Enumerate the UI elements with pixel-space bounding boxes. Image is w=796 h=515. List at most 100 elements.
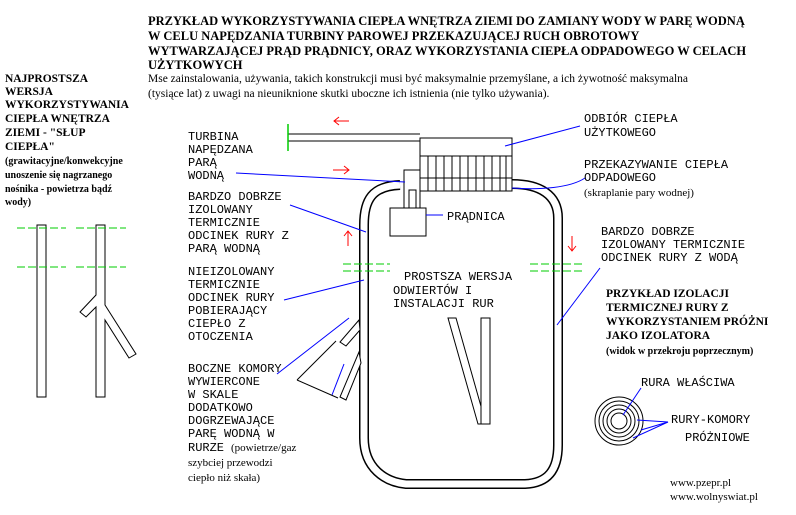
label-line: TERMICZNIE bbox=[188, 216, 260, 230]
heat-column-simple bbox=[17, 224, 66, 398]
arrow-down-icon bbox=[567, 236, 577, 252]
label-line: TERMICZNIE bbox=[188, 278, 260, 292]
leader-insulated-water bbox=[556, 267, 601, 326]
label-line: szybciej przewodzi bbox=[188, 457, 273, 469]
leader-lines bbox=[235, 125, 601, 396]
left-subtext-line: unoszenie się nagrzanego bbox=[5, 170, 112, 181]
label-line: PROSTSZA WERSJA bbox=[404, 270, 513, 284]
label-line: ODCINEK RURY Z WODĄ bbox=[601, 251, 739, 265]
label-line: WODNĄ bbox=[188, 169, 225, 183]
left-heading-line: WYKORZYSTYWANIA bbox=[5, 99, 130, 111]
label-line: ODCINEK RURY Z bbox=[188, 229, 289, 243]
label-line: UŻYTKOWEGO bbox=[584, 125, 656, 140]
label-side-chambers-note: (powietrze/gaz szybciej przewodzi ciepło… bbox=[188, 442, 296, 484]
label-line: RURY-KOMORY bbox=[671, 413, 750, 427]
pointer-side-chamber bbox=[296, 379, 339, 399]
label-pipe-proper: RURA WŁAŚCIWA bbox=[641, 375, 735, 390]
side-chambers bbox=[339, 318, 362, 401]
label-line: NAPĘDZANA bbox=[188, 143, 254, 157]
arrow-up-icon bbox=[343, 230, 353, 246]
leader-turbine bbox=[235, 172, 406, 183]
leader-uninsulated bbox=[283, 279, 365, 301]
turbine-shaft bbox=[287, 124, 420, 151]
turbine-shaft-vertical bbox=[408, 189, 417, 211]
label-line: W SKALE bbox=[188, 388, 238, 402]
main-loop-pipe bbox=[359, 179, 563, 489]
label-line: PRZEKAZYWANIE CIEPŁA bbox=[584, 158, 729, 172]
arrow-left-icon bbox=[333, 116, 349, 126]
label-waste-heat: PRZEKAZYWANIE CIEPŁA ODPADOWEGO bbox=[584, 158, 729, 185]
label-line: IZOLOWANY bbox=[188, 203, 253, 217]
left-subtext-line: nośnika - powietrza bądź bbox=[5, 184, 113, 195]
heat-exchanger bbox=[419, 137, 513, 192]
label-line: PRÓŻNIOWE bbox=[685, 430, 750, 445]
label-line: ODPADOWEGO bbox=[584, 171, 656, 185]
title-line: WYTWARZAJĄCEJ PRĄD PRĄDNICY, ORAZ WYKORZ… bbox=[148, 44, 746, 58]
left-heading-line: CIEPŁA WNĘTRZA bbox=[5, 113, 111, 125]
left-subtext-line: wody) bbox=[5, 197, 31, 208]
label-turbine: TURBINA NAPĘDZANA PARĄ WODNĄ bbox=[188, 130, 254, 183]
label-heat-use: ODBIÓR CIEPŁA UŻYTKOWEGO bbox=[584, 111, 678, 140]
left-subtext-line: (grawitacyjne/konwekcyjne bbox=[5, 156, 123, 167]
ground-markers bbox=[343, 263, 585, 272]
left-heading-line: ZIEMI - "SŁUP bbox=[5, 127, 86, 139]
label-line: PRZYKŁAD IZOLACJI bbox=[606, 288, 730, 300]
intro-line: Mse zainstalowania, używania, takich kon… bbox=[148, 73, 688, 85]
label-line: INSTALACJI RUR bbox=[393, 297, 494, 311]
label-line: ciepło niż skała) bbox=[188, 472, 260, 484]
simple-version-pipe bbox=[480, 317, 491, 425]
heat-column-branched bbox=[76, 224, 137, 398]
title-line: UŻYTKOWYCH bbox=[148, 58, 243, 72]
label-line: TURBINA bbox=[188, 130, 239, 144]
branched-pipe bbox=[79, 224, 137, 398]
label-line: PARĄ bbox=[188, 156, 218, 170]
intro-text: Mse zainstalowania, używania, takich kon… bbox=[148, 73, 688, 100]
insulation-subtext: (widok w przekroju poprzecznym) bbox=[606, 346, 753, 357]
label-line: IZOLOWANY TERMICZNIE bbox=[601, 238, 745, 252]
flow-arrows bbox=[333, 116, 577, 252]
label-waste-heat-note: (skraplanie pary wodnej) bbox=[584, 187, 694, 199]
label-line: BARDZO DOBRZE bbox=[601, 225, 695, 239]
label-line: DOGRZEWAJĄCE bbox=[188, 414, 274, 428]
loop-inner bbox=[360, 180, 562, 488]
label-insulated-water: BARDZO DOBRZE IZOLOWANY TERMICZNIE ODCIN… bbox=[601, 225, 745, 265]
label-line: JAKO IZOLATORA bbox=[606, 330, 711, 342]
label-line: RURZE bbox=[188, 441, 224, 455]
label-line: (powietrze/gaz bbox=[231, 442, 296, 454]
label-vacuum-chambers: RURY-KOMORY PRÓŻNIOWE bbox=[671, 413, 750, 445]
title: PRZYKŁAD WYKORZYSTYWANIA CIEPŁA WNĘTRZA … bbox=[148, 14, 746, 72]
label-line: BOCZNE KOMORY bbox=[188, 362, 282, 376]
leader-side-chamber bbox=[331, 363, 345, 396]
label-line: ODBIÓR CIEPŁA bbox=[584, 111, 678, 126]
condenser-fins bbox=[427, 156, 507, 191]
leader-waste-heat bbox=[511, 177, 586, 190]
label-generator: PRĄDNICA bbox=[447, 210, 505, 224]
label-insulated-steam: BARDZO DOBRZE IZOLOWANY TERMICZNIE ODCIN… bbox=[188, 190, 289, 256]
footer-links: www.pzepr.pl www.wolnyswiat.pl bbox=[670, 477, 758, 503]
label-line: NIEIZOLOWANY bbox=[188, 265, 274, 279]
label-line: CIEPŁO Z bbox=[188, 317, 246, 331]
arrow-right-icon bbox=[333, 165, 350, 175]
label-line: WYWIERCONE bbox=[188, 375, 260, 389]
pointer-side-chamber bbox=[296, 340, 337, 381]
footer-link[interactable]: www.pzepr.pl bbox=[670, 477, 731, 489]
side-chamber bbox=[339, 350, 362, 401]
label-line: PARĘ WODNĄ W bbox=[188, 427, 275, 441]
leader-heat-use bbox=[504, 125, 581, 147]
leader-insulated-steam bbox=[289, 204, 367, 233]
left-heading-line: CIEPŁA" bbox=[5, 141, 55, 153]
heat-column-pipe bbox=[36, 224, 47, 398]
label-line: PARĄ WODNĄ bbox=[188, 242, 261, 256]
label-line: OTOCZENIA bbox=[188, 330, 254, 344]
left-panel-subtext: (grawitacyjne/konwekcyjne unoszenie się … bbox=[5, 156, 123, 208]
label-uninsulated: NIEIZOLOWANY TERMICZNIE ODCINEK RURY POB… bbox=[188, 265, 274, 344]
left-panel-heading: NAJPROSTSZA WERSJA WYKORZYSTYWANIA CIEPŁ… bbox=[5, 73, 130, 153]
intro-line: (tysiące lat) z uwagi na nieuniknione sk… bbox=[148, 88, 550, 100]
leader-side-chamber bbox=[276, 317, 350, 375]
footer-link[interactable]: www.wolnyswiat.pl bbox=[670, 491, 758, 503]
generator-body bbox=[389, 207, 427, 237]
label-line: DODATKOWO bbox=[188, 401, 253, 415]
insulation-pointers bbox=[622, 387, 669, 439]
